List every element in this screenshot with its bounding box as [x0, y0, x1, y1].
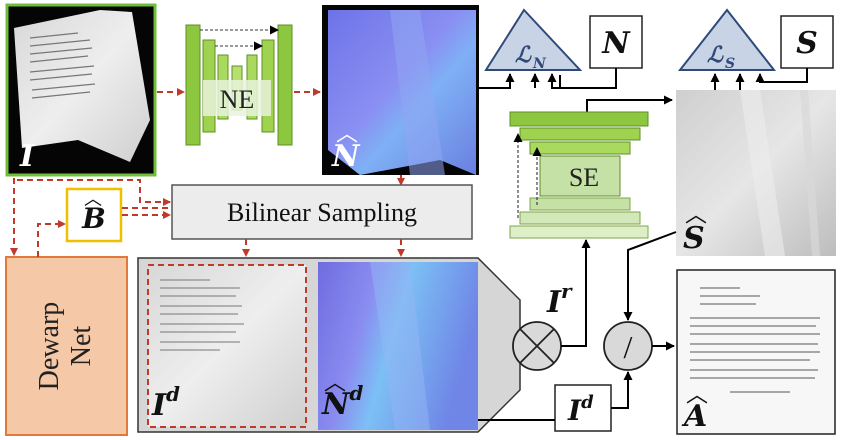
normal-ground-truth-box: N: [589, 15, 643, 69]
shading-loss: ℒ S: [677, 8, 777, 72]
dewarp-net-module: Dewarp Net: [5, 256, 128, 436]
dewarp-net-label-line1: Dewarp: [34, 302, 65, 391]
dewarped-document-text-lines: [160, 279, 244, 351]
dewarped-normal-label: Nd: [321, 381, 363, 422]
albedo-hat: ︿: [686, 382, 708, 407]
dewarped-pair-panel: Id Nd ︿: [137, 257, 521, 433]
normal-estimate-hat: ︿: [336, 121, 358, 146]
shading-estimator-module: SE: [509, 111, 649, 239]
backward-map-label: B: [81, 202, 106, 235]
normal-estimator-label: NE: [220, 85, 255, 114]
dewarped-image-copy-box: Id: [554, 384, 612, 432]
divide-operator: /: [603, 321, 653, 371]
bilinear-sampling-label: Bilinear Sampling: [227, 198, 417, 227]
input-document-photo: [14, 10, 150, 162]
dewarped-image: [148, 265, 306, 427]
dewarp-net-label-line2: Net: [66, 326, 97, 367]
shading-estimate-hat: ︿: [685, 202, 707, 227]
multiply-operator: [512, 321, 562, 371]
albedo-label: A: [681, 399, 707, 434]
shading-ground-truth-label: S: [796, 26, 818, 61]
shading-estimate-panel: S ︿: [676, 90, 836, 256]
normal-loss: ℒ N: [484, 8, 583, 72]
normal-estimator-module: NE: [185, 24, 293, 146]
normal-estimate-panel: N ︿: [322, 5, 479, 175]
albedo-panel: A ︿: [676, 269, 836, 435]
normal-loss-subscript: N: [532, 56, 547, 72]
backward-map-hat: ︿: [84, 189, 102, 209]
normal-ground-truth-label: N: [601, 26, 631, 61]
shading-estimate-label: S: [683, 221, 705, 256]
shading-ground-truth-box: S: [780, 15, 834, 69]
dewarped-normal-hat: ︿: [324, 370, 346, 395]
input-image-panel: I: [5, 3, 157, 177]
backward-map-box: B ︿: [65, 187, 123, 243]
normal-loss-symbol: ℒ: [515, 42, 532, 68]
albedo-text-lines: [690, 287, 820, 393]
dewarped-image-copy-label: Id: [567, 392, 594, 427]
rendered-image-label: Ir: [546, 279, 573, 320]
bilinear-sampling-module: Bilinear Sampling: [171, 184, 473, 240]
shading-loss-subscript: S: [725, 56, 735, 72]
dewarped-image-label: Id: [151, 382, 180, 423]
shading-estimator-label: SE: [569, 163, 599, 192]
divide-symbol: /: [624, 329, 633, 365]
normal-estimate-label: N: [331, 139, 361, 174]
shading-loss-symbol: ℒ: [707, 42, 724, 68]
input-document-text-lines: [29, 32, 96, 99]
input-image-label: I: [19, 139, 35, 174]
